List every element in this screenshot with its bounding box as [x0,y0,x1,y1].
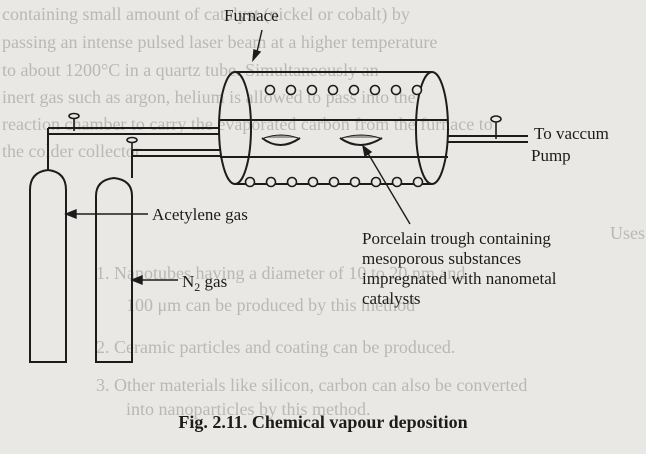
nitrogen-label-main: N [182,272,195,291]
vacuum-valve-icon [490,115,502,139]
coil-icon [307,176,319,188]
coil-icon [306,84,318,96]
coil-icon [411,84,423,96]
furnace-pointer [252,29,263,63]
vacuum-label: To vaccum [534,124,609,143]
coil-icon [348,84,360,96]
figure-caption: Fig. 2.11. Chemical vapour deposition [178,412,468,432]
coil-icon [244,176,256,188]
background-text-line: the colder collector. [2,141,145,161]
background-text-line: 100 μm can be produced by this method [126,295,416,315]
coil-icon [327,84,339,96]
coil-icon [285,84,297,96]
nitrogen-label-subscript: 2 [194,280,201,294]
background-text-line: containing small amount of catalyst (nic… [2,4,410,24]
acetylene-pointer [64,208,148,220]
heating-coils [244,84,424,188]
background-text-line: into nanoparticles by this method. [126,399,371,419]
nitrogen-label-suffix: gas [200,272,228,291]
background-text-line: to about 1200°C in a quartz tube. Simult… [2,60,379,80]
coil-icon [370,176,382,188]
background-text-line: passing an intense pulsed laser beam at … [2,32,438,52]
vacuum-label-line2: Pump [531,146,571,165]
coil-icon [390,84,402,96]
coil-icon [349,176,361,188]
nitrogen-pointer [130,274,178,286]
nitrogen-valve-icon [126,136,138,153]
coil-icon [391,176,403,188]
acetylene-valve-icon [68,112,80,131]
nitrogen-cylinder [95,149,220,363]
background-text-line: 3. Other materials like silicon, carbon … [96,375,528,395]
porcelain-trough-left [261,134,301,146]
vacuum-label-line1: To vaccum [534,124,609,143]
vacuum-outlet-pipe [448,135,528,143]
coil-icon [369,84,381,96]
trough-label-line: mesoporous substances [362,249,522,268]
background-text-line: 2. Ceramic particles and coating can be … [96,337,456,357]
furnace-label: Furnace [224,6,279,25]
acetylene-cylinder [29,127,220,363]
trough-pointer [361,144,411,225]
porcelain-trough-right [339,134,383,146]
trough-label-line: catalysts [362,289,421,308]
coil-icon [286,176,298,188]
background-text-line: Uses [610,223,645,243]
trough-label-line: impregnated with nanometal [362,269,557,288]
acetylene-label: Acetylene gas [152,205,248,224]
coil-icon [412,176,424,188]
background-text-line: 1. Nanotubes having a diameter of 10 to … [96,263,466,283]
trough-label-line: Porcelain trough containing [362,229,551,248]
coil-icon [265,176,277,188]
coil-icon [328,176,340,188]
coil-icon [264,84,276,96]
nitrogen-label: N2 gas [182,272,227,297]
